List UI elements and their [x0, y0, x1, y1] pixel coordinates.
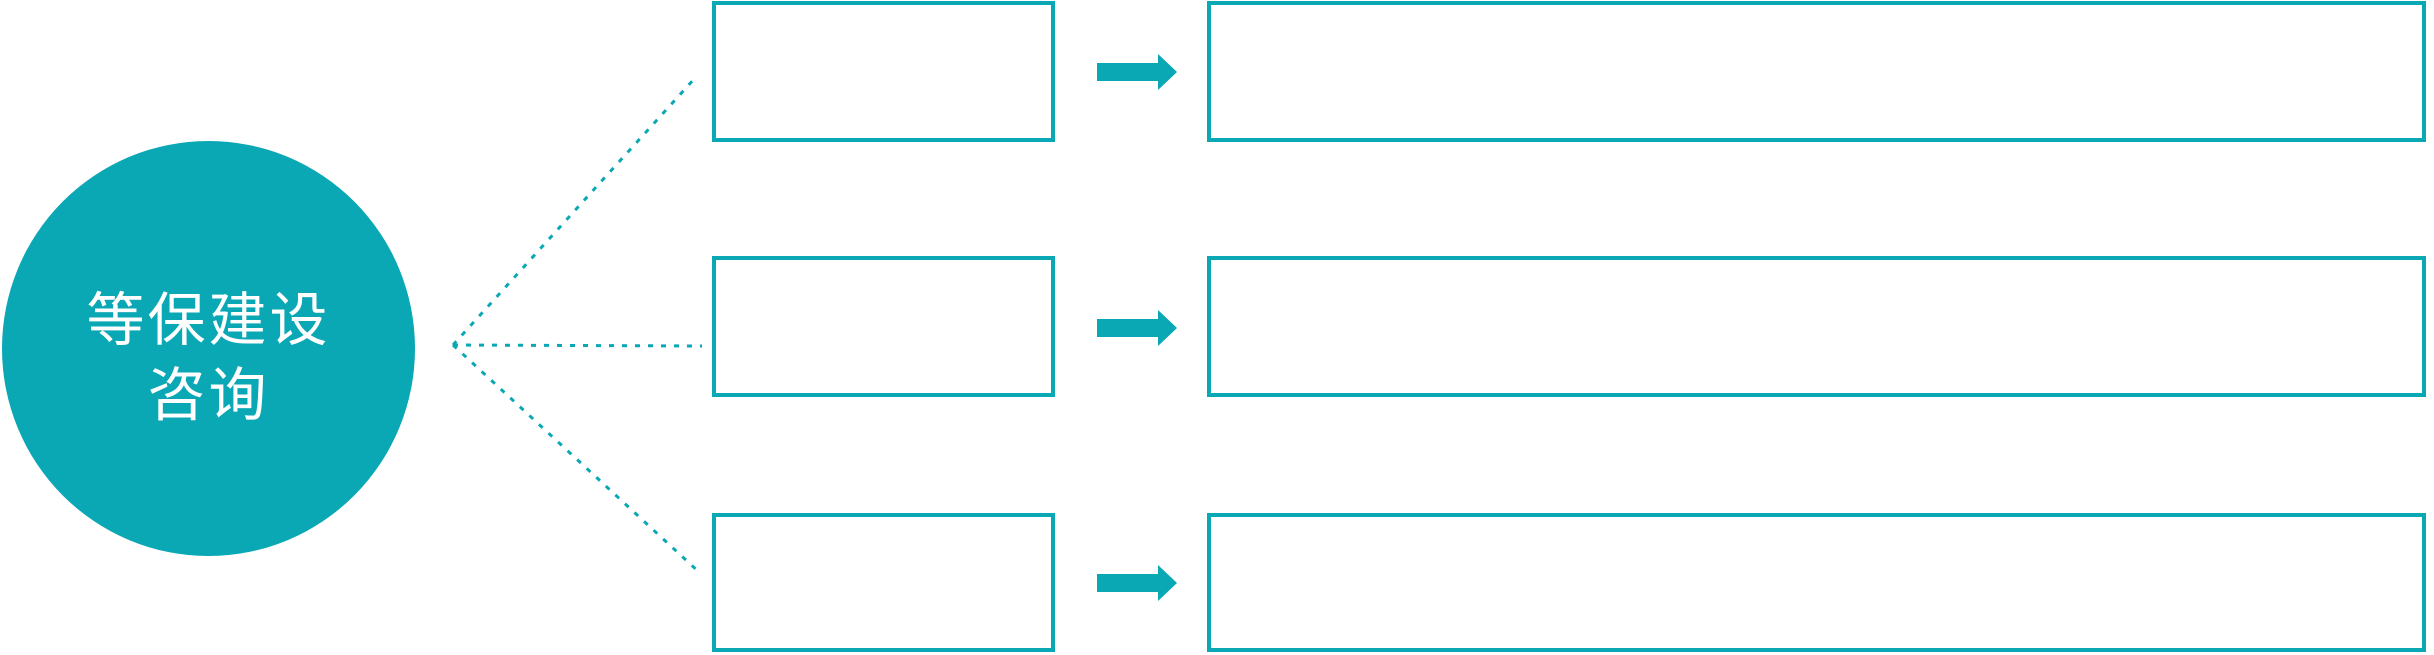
dotted-connector-line-top	[451, 76, 697, 347]
right-arrow-icon	[1097, 565, 1177, 601]
detail-box-3	[1207, 513, 2426, 652]
step-box-3	[712, 513, 1055, 652]
hub-circle: 等保建设 咨询	[2, 141, 415, 556]
hub-label-line1: 等保建设	[86, 287, 331, 353]
right-arrow-icon	[1097, 310, 1177, 346]
dotted-connector-line-middle	[452, 343, 703, 348]
step-box-2	[712, 256, 1055, 397]
dotted-connector-line-bottom	[451, 343, 702, 575]
step-box-1	[712, 1, 1055, 142]
hub-label-line2: 咨询	[147, 362, 270, 428]
right-arrow-icon	[1097, 54, 1177, 90]
detail-box-1	[1207, 1, 2426, 142]
detail-box-2	[1207, 256, 2426, 397]
